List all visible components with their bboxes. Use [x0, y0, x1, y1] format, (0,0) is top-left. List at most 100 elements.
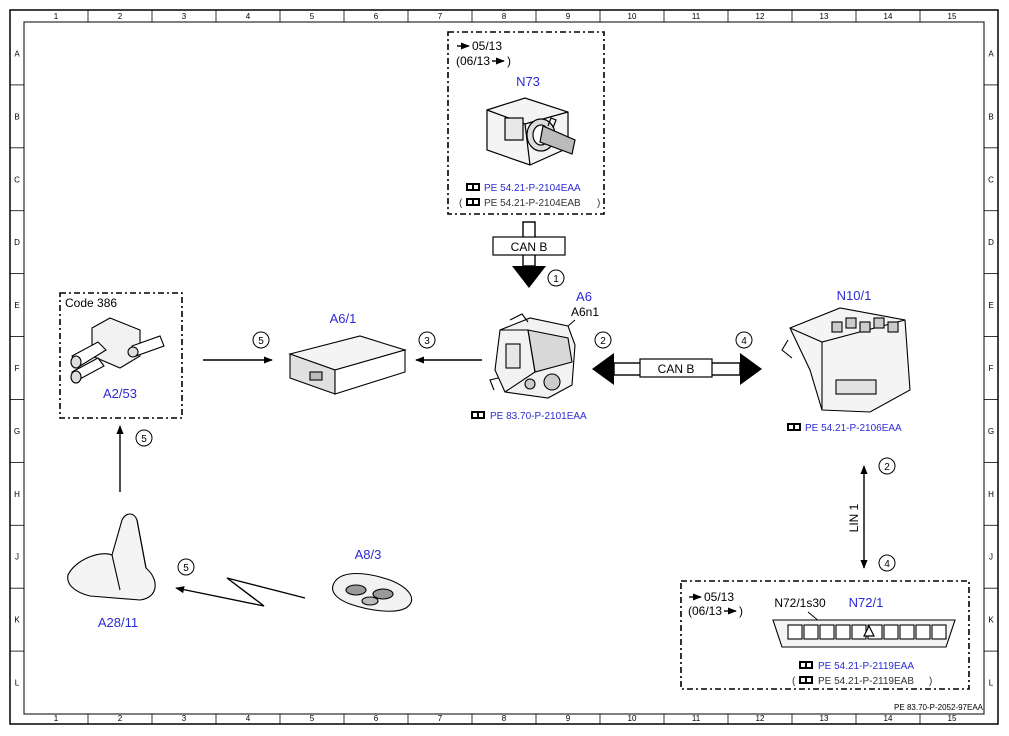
column-number-top: 4	[246, 12, 251, 21]
n72-1-label: N72/1	[849, 595, 884, 610]
column-number-top: 2	[118, 12, 123, 21]
n72-1-switch-key	[835, 624, 851, 640]
column-number-bottom: 7	[438, 714, 443, 723]
lin-1-bus: LIN 1 2 4	[847, 457, 896, 572]
can-b-side-label: CAN B	[658, 362, 695, 376]
row-letter-left: D	[14, 238, 20, 247]
n72-date-2-open: (06/13	[688, 604, 722, 618]
n72-1-switch-key	[883, 624, 899, 640]
a8-3-key-fob-drawing	[332, 572, 413, 612]
a6-component: A6 A6n1 PE 83.70-P-2101EAA	[471, 289, 599, 422]
n73-date-1: 05/13	[472, 39, 502, 53]
n73-ignition-switch-drawing	[486, 97, 576, 166]
column-number-top: 1	[54, 12, 59, 21]
a6-label: A6	[576, 289, 592, 304]
n73-reference-book-icon	[466, 183, 480, 191]
a6-1-component: A6/1	[288, 311, 407, 395]
row-letter-left: L	[15, 679, 20, 688]
can-b-top-step: 1	[553, 274, 559, 285]
column-number-bottom: 2	[118, 714, 123, 723]
column-number-bottom: 15	[948, 714, 957, 723]
n72-1-ref-1: PE 54.21-P-2119EAA	[818, 661, 914, 672]
column-number-bottom: 9	[566, 714, 571, 723]
row-letter-right: E	[988, 301, 993, 310]
n72-1-ref-2: PE 54.21-P-2119EAB	[818, 676, 914, 687]
column-number-top: 3	[182, 12, 187, 21]
lin-1-label: LIN 1	[847, 503, 861, 532]
step-5-a: 5	[258, 336, 264, 347]
a6-ref: PE 83.70-P-2101EAA	[490, 411, 587, 422]
step-5-b: 5	[141, 434, 147, 445]
row-letter-right: F	[989, 364, 994, 373]
can-b-side-step-right: 4	[741, 336, 747, 347]
a28-11-antenna: A28/11	[67, 513, 156, 630]
n73-ref-2-close: )	[597, 198, 600, 209]
a8-3-label: A8/3	[355, 547, 382, 562]
can-b-side-step-left: 2	[600, 336, 606, 347]
arrow-a28-11-to-a2-53: 5	[116, 425, 153, 492]
n72-1-switch-key	[851, 624, 867, 640]
column-number-bottom: 13	[820, 714, 829, 723]
n72-1-switch-key	[803, 624, 819, 640]
n73-ref-2: PE 54.21-P-2104EAB	[484, 198, 581, 209]
a28-11-shark-fin-drawing	[67, 513, 156, 601]
column-number-top: 7	[438, 12, 443, 21]
column-number-bottom: 10	[628, 714, 637, 723]
column-number-top: 10	[628, 12, 637, 21]
row-letter-right: A	[988, 49, 994, 58]
row-letter-right: L	[989, 679, 994, 688]
column-number-bottom: 12	[756, 714, 765, 723]
arrow-a2-53-to-a6-1: 5	[203, 331, 273, 364]
n73-box: 05/13 (06/13 ) N73 PE 54.21-P-2104EAA ( …	[447, 31, 605, 215]
row-letter-left: F	[15, 364, 20, 373]
n72-1-switch-key	[931, 624, 947, 640]
row-letter-left: A	[14, 49, 20, 58]
step-5-c: 5	[183, 563, 189, 574]
row-letter-right: K	[988, 616, 994, 625]
document-number: PE 83.70-P-2052-97EAA	[894, 703, 984, 712]
n72-1s30-label: N72/1s30	[774, 596, 826, 610]
n10-1-component: N10/1 PE 54.21-P-2106EAA	[781, 288, 911, 434]
n10-1-reference-book-icon	[787, 423, 801, 431]
lin-step-bottom: 4	[884, 559, 890, 570]
column-number-top: 5	[310, 12, 315, 21]
n72-1-switch-key	[819, 624, 835, 640]
can-b-side-bus: CAN B 2 4	[592, 331, 762, 385]
column-number-top: 13	[820, 12, 829, 21]
row-letter-left: H	[14, 490, 20, 499]
a28-11-label: A28/11	[98, 615, 138, 630]
column-number-bottom: 6	[374, 714, 379, 723]
column-number-top: 14	[884, 12, 893, 21]
a6-heater-unit-drawing	[489, 313, 576, 399]
a6-sub-label: A6n1	[571, 305, 599, 319]
n73-ref-1: PE 54.21-P-2104EAA	[484, 183, 581, 194]
can-b-top-bus: CAN B 1	[492, 221, 566, 288]
n72-1-reference-book-icon-2	[799, 676, 813, 684]
row-letter-right: G	[988, 427, 994, 436]
row-letter-right: J	[989, 553, 993, 562]
code-label: Code 386	[65, 296, 117, 310]
code-386-box: Code 386 A2/53	[59, 292, 183, 419]
column-number-bottom: 4	[246, 714, 251, 723]
column-number-bottom: 5	[310, 714, 315, 723]
n72-1-box: 05/13 (06/13 ) N72/1s30 N72/1 PE 54.21-P…	[680, 580, 970, 690]
column-number-top: 6	[374, 12, 379, 21]
column-number-bottom: 14	[884, 714, 893, 723]
n72-1-switch-key	[787, 624, 803, 640]
n72-1-switch-key	[899, 624, 915, 640]
row-letter-left: K	[14, 616, 20, 625]
n72-1-ref-2-close: )	[929, 676, 932, 687]
n10-1-sam-module-drawing	[781, 307, 911, 413]
arrow-a6-to-a6-1: 3	[415, 331, 482, 364]
column-number-top: 8	[502, 12, 507, 21]
column-number-bottom: 1	[54, 714, 59, 723]
a6-1-label: A6/1	[330, 311, 357, 326]
row-letter-left: G	[14, 427, 20, 436]
column-number-bottom: 11	[692, 714, 701, 723]
n72-1-reference-book-icon	[799, 661, 813, 669]
n72-date-1: 05/13	[704, 590, 734, 604]
